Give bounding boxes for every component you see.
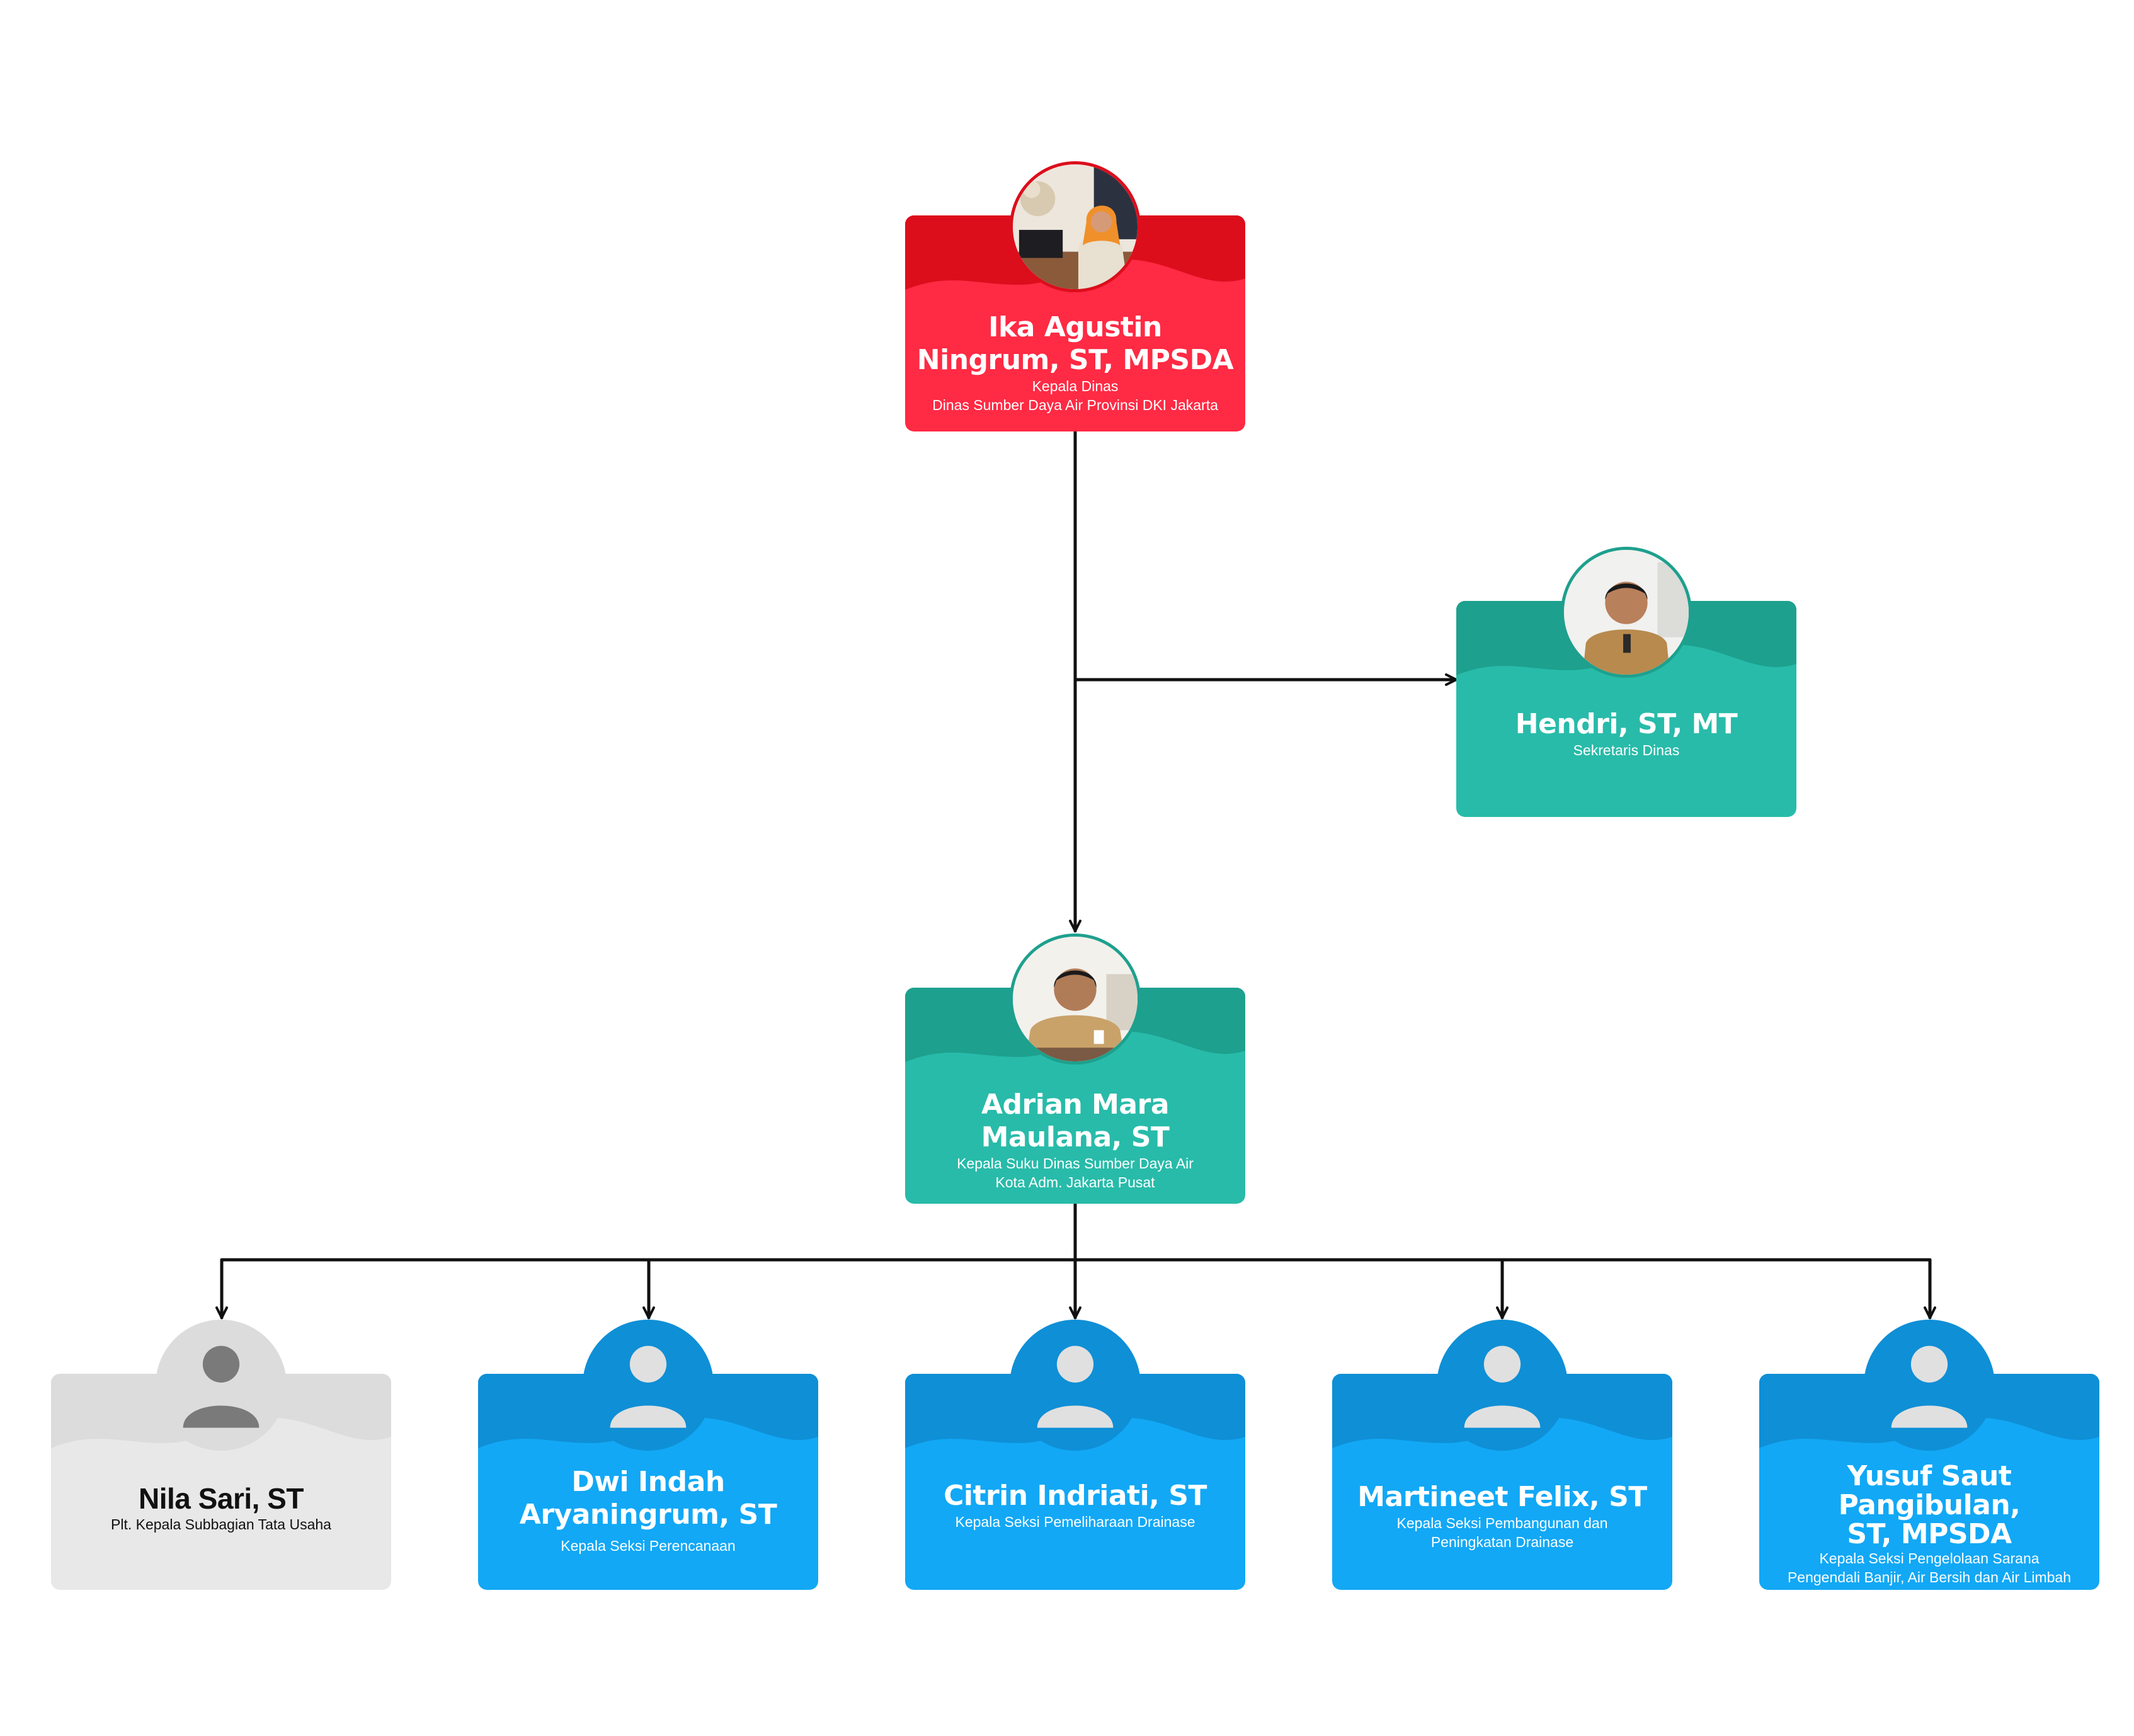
person-name: Citrin Indriati, ST xyxy=(944,1480,1207,1512)
node-perencanaan: Dwi Indah Aryaningrum, ST Kepala Seksi P… xyxy=(478,1320,818,1590)
person-role: Kepala Seksi Pengelolaan Sarana xyxy=(1819,1550,2040,1567)
person-placeholder-icon xyxy=(156,1320,287,1451)
person-role: Kepala Seksi Pemeliharaan Drainase xyxy=(955,1514,1195,1530)
person-placeholder-icon xyxy=(1010,1320,1141,1451)
node-suku-dinas: Adrian Mara Maulana, ST Kepala Suku Dina… xyxy=(905,934,1245,1204)
node-pengelolaan: Yusuf Saut Pangibulan, ST, MPSDA Kepala … xyxy=(1759,1320,2099,1590)
person-placeholder-icon xyxy=(583,1320,714,1451)
person-role: Kepala Suku Dinas Sumber Daya Air xyxy=(957,1155,1194,1172)
photo-avatar xyxy=(1010,161,1141,292)
card-pengelolaan: Yusuf Saut Pangibulan, ST, MPSDA Kepala … xyxy=(1759,1374,2099,1590)
person-name: Martineet Felix, ST xyxy=(1357,1481,1647,1513)
person-role: Sekretaris Dinas xyxy=(1573,742,1680,758)
person-role-line2: Kota Adm. Jakarta Pusat xyxy=(995,1174,1155,1191)
node-tata-usaha: Nila Sari, ST Plt. Kepala Subbagian Tata… xyxy=(51,1320,391,1590)
person-name: Ika Agustin xyxy=(988,311,1162,343)
person-name: Hendri, ST, MT xyxy=(1515,708,1738,740)
person-role: Plt. Kepala Subbagian Tata Usaha xyxy=(111,1516,331,1533)
node-head: Ika Agustin Ningrum, ST, MPSDA Kepala Di… xyxy=(905,161,1245,431)
person-name-line2: ST, MPSDA xyxy=(1847,1518,2012,1550)
person-name: Dwi Indah xyxy=(571,1466,725,1498)
photo-avatar xyxy=(1561,547,1692,678)
node-pemeliharaan: Citrin Indriati, ST Kepala Seksi Pemelih… xyxy=(905,1320,1245,1590)
node-pembangunan: Martineet Felix, ST Kepala Seksi Pembang… xyxy=(1332,1320,1672,1590)
person-placeholder-icon xyxy=(1864,1320,1995,1451)
person-role-line2: Pengendali Banjir, Air Bersih dan Air Li… xyxy=(1787,1569,2072,1585)
person-name-line2: Ningrum, ST, MPSDA xyxy=(916,344,1234,376)
person-name: Nila Sari, ST xyxy=(139,1482,304,1515)
person-placeholder-icon xyxy=(1437,1320,1568,1451)
person-name: Adrian Mara Maulana, ST xyxy=(981,1088,1170,1153)
person-role: Kepala Dinas xyxy=(1032,378,1119,394)
person-role: Kepala Seksi Perencanaan xyxy=(561,1538,736,1554)
person-role-line2: Dinas Sumber Daya Air Provinsi DKI Jakar… xyxy=(932,397,1218,413)
photo-avatar xyxy=(1010,934,1141,1065)
person-name-line2: Aryaningrum, ST xyxy=(519,1499,777,1531)
person-role-line2: Peningkatan Drainase xyxy=(1430,1534,1574,1550)
person-name: Yusuf Saut Pangibulan, xyxy=(1838,1460,2021,1521)
node-secretary: Hendri, ST, MT Sekretaris Dinas xyxy=(1456,547,1796,817)
person-role: Kepala Seksi Pembangunan dan xyxy=(1396,1515,1608,1531)
